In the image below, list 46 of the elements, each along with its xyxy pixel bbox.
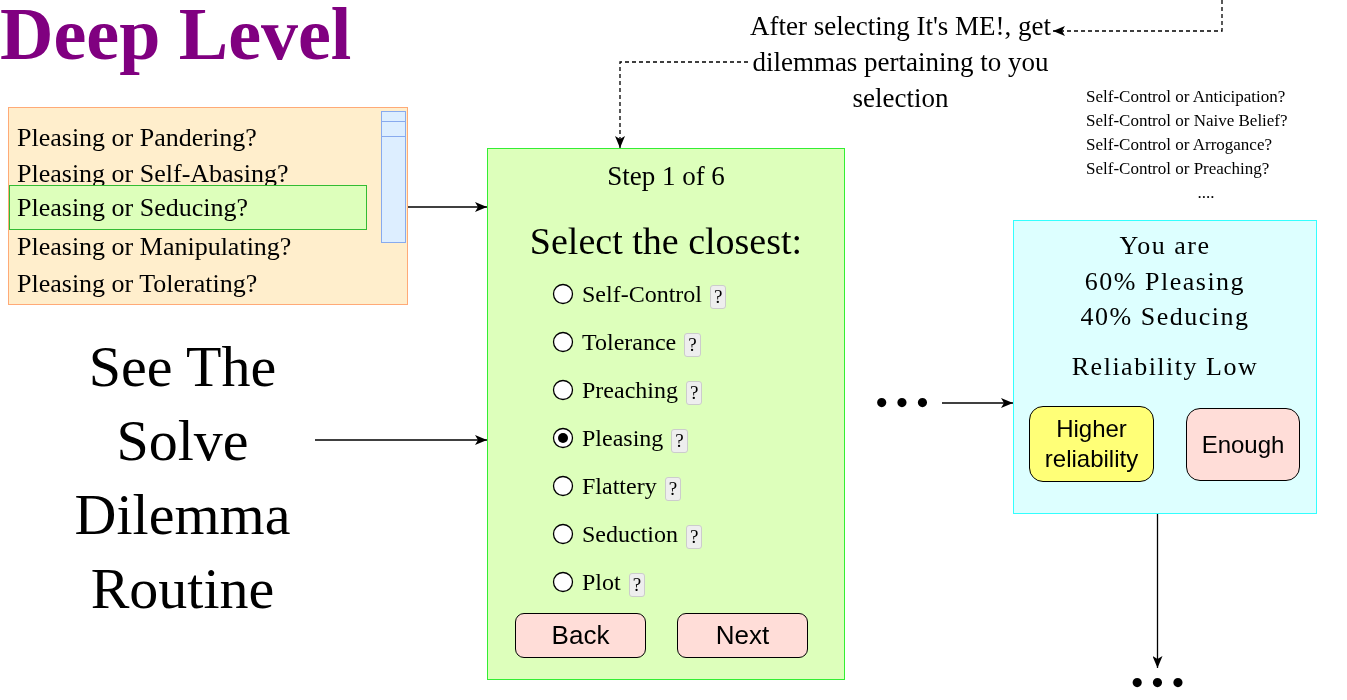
dilemma-text: Self-Control or Naive Belief?: [1086, 110, 1288, 132]
choice-button: Enough: [1186, 408, 1300, 481]
help-button: ?: [685, 381, 703, 405]
step-counter: Step 1 of 6: [606, 161, 726, 192]
routine-text: See The Solve Dilemma Routine: [50, 330, 315, 626]
step-panel: [487, 148, 845, 680]
arrow: [615, 61, 749, 149]
list-item: Pleasing or Pandering?: [17, 122, 257, 154]
result-panel: [1013, 220, 1317, 514]
option-label: Plot: [582, 568, 621, 596]
dilemma-text: Self-Control or Anticipation?: [1086, 86, 1286, 108]
panel-heading: Select the closest:: [528, 219, 804, 263]
arrow: [314, 435, 488, 445]
selected-list-item: Pleasing or Seducing?: [9, 185, 367, 230]
diagram-title: Deep Level: [0, 0, 352, 77]
help-button: ?: [664, 477, 682, 501]
option-label: Preaching: [582, 376, 678, 404]
ellipsis: • • •: [1115, 668, 1200, 698]
result-text: 60% Pleasing: [1083, 267, 1247, 297]
nav-button: Next: [677, 613, 808, 658]
result-text: 40% Seducing: [1079, 302, 1251, 332]
help-button: ?: [671, 429, 688, 453]
option-label: Self-Control: [582, 280, 702, 308]
arrow: [941, 398, 1014, 408]
ellipsis: • • •: [862, 378, 942, 428]
option-label: Pleasing: [582, 424, 664, 452]
choice-button: Higher reliability: [1029, 406, 1154, 482]
result-text: You are: [1118, 231, 1212, 261]
help-button: ?: [686, 525, 703, 549]
list-item: Pleasing or Manipulating?: [17, 231, 292, 263]
result-text: Reliability Low: [1070, 352, 1260, 382]
option-label: Seduction: [582, 520, 678, 548]
help-button: ?: [684, 333, 701, 357]
help-button: ?: [710, 285, 727, 309]
arrow: [1052, 0, 1223, 36]
option-label: Flattery: [582, 472, 657, 500]
arrow: [1152, 513, 1163, 669]
arrow: [407, 202, 488, 212]
list-box: [8, 107, 408, 305]
dilemma-text: ....: [1197, 182, 1215, 204]
option-label: Tolerance: [582, 328, 677, 356]
dilemma-text: Self-Control or Arrogance?: [1086, 134, 1272, 156]
dilemma-text: Self-Control or Preaching?: [1086, 158, 1270, 180]
help-button: ?: [628, 573, 646, 597]
nav-button: Back: [515, 613, 646, 658]
list-item: Pleasing or Tolerating?: [17, 268, 258, 300]
